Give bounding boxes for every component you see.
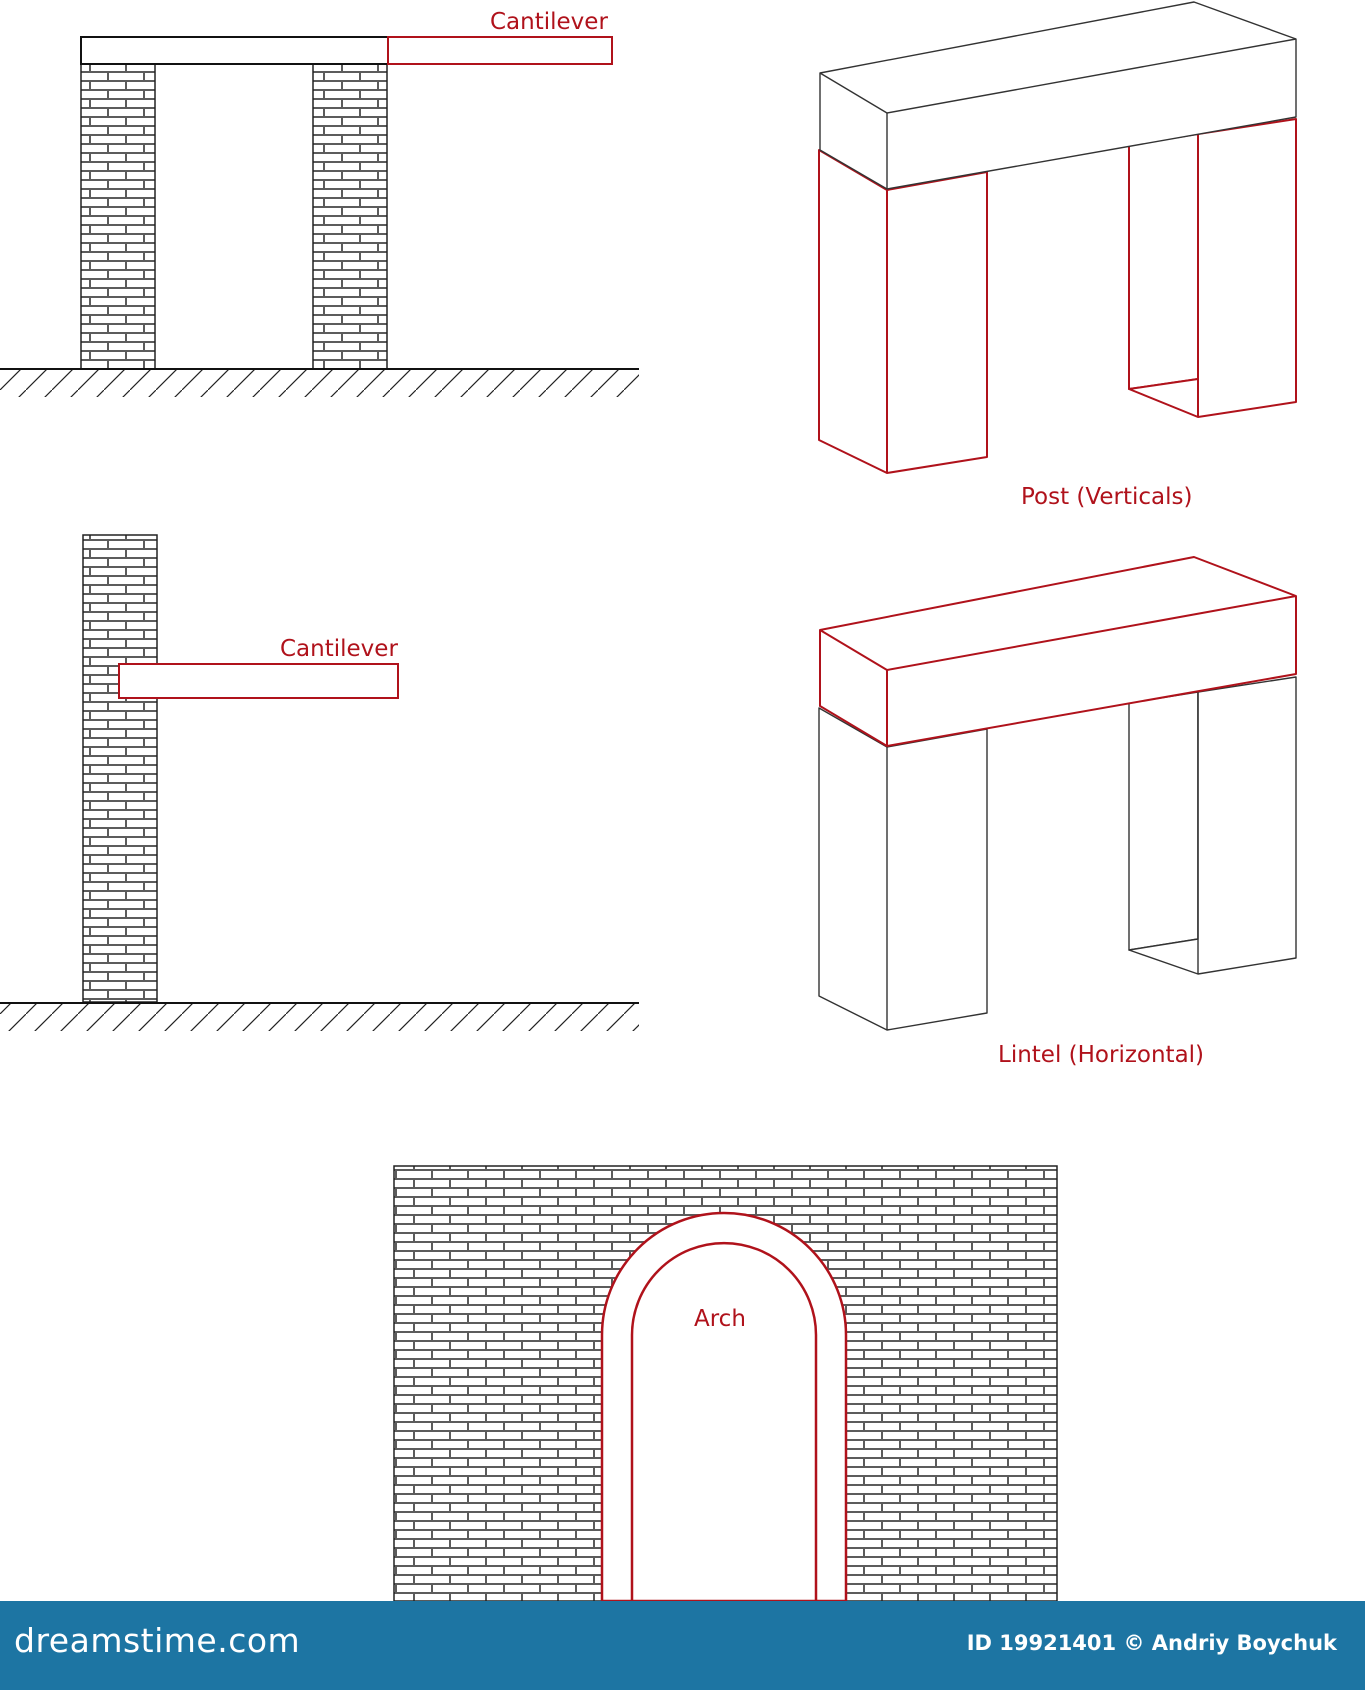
lintel-block-highlighted bbox=[819, 556, 1297, 747]
brick-pillar-left bbox=[80, 63, 156, 370]
brand-logo[interactable]: dreamstime.com bbox=[14, 1621, 301, 1660]
cantilever-label-top: Cantilever bbox=[490, 9, 608, 35]
ground-hatching bbox=[0, 370, 639, 397]
post-label: Post (Verticals) bbox=[1021, 484, 1192, 510]
cantilever-overhang bbox=[387, 36, 613, 65]
brick-wall-column bbox=[82, 534, 158, 1003]
lintel-block bbox=[819, 1, 1297, 190]
wall-cantilever-diagram: Cantilever bbox=[0, 534, 639, 1031]
ground-hatching-2 bbox=[0, 1004, 639, 1031]
cantilever-beam bbox=[118, 663, 399, 699]
arch-outer bbox=[600, 1211, 848, 1603]
post-highlight-diagram: Post (Verticals) bbox=[818, 1, 1297, 510]
post-and-cantilever-diagram: Cantilever bbox=[0, 9, 639, 397]
lintel-label: Lintel (Horizontal) bbox=[998, 1042, 1204, 1068]
image-credit: ID 19921401 © Andriy Boychuk bbox=[966, 1631, 1337, 1655]
arch-diagram: Arch bbox=[393, 1165, 1058, 1603]
footer-bar: dreamstime.com ID 19921401 © Andriy Boyc… bbox=[0, 1601, 1365, 1690]
brick-pillar-right bbox=[312, 63, 388, 370]
lintel-highlight-diagram: Lintel (Horizontal) bbox=[818, 556, 1297, 1068]
arch-inner bbox=[630, 1241, 818, 1601]
cantilever-label-mid: Cantilever bbox=[280, 636, 398, 662]
beam-supported bbox=[80, 36, 389, 65]
arch-label: Arch bbox=[694, 1306, 746, 1332]
